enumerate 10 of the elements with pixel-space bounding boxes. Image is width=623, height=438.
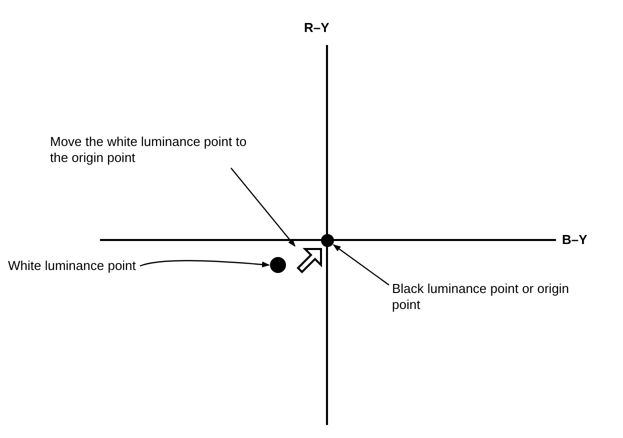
leader-arrow (140, 260, 270, 268)
annotation-text: White luminance point (8, 258, 136, 274)
dot (270, 257, 286, 273)
leader-arrow (332, 244, 390, 286)
annotation-text: Move the white luminance point to the origin point (50, 134, 248, 166)
leader-arrow (230, 168, 296, 247)
annotation-text: Black luminance point or origin point (392, 281, 570, 313)
dot (321, 234, 334, 247)
axis-label: B–Y (562, 232, 588, 248)
axis-label: R–Y (304, 20, 330, 36)
